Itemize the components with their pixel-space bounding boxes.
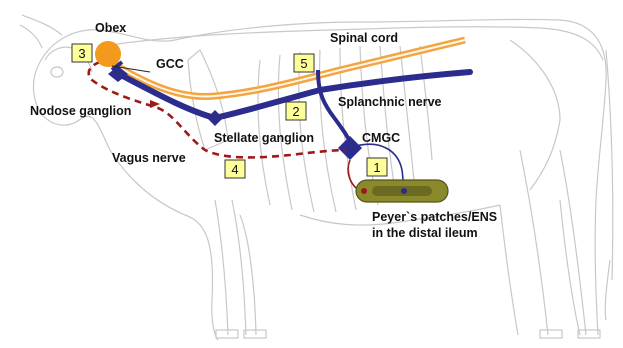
route-number-5: 5 bbox=[300, 56, 307, 71]
number-box-1: 1 bbox=[367, 158, 387, 176]
cmgc-node bbox=[338, 136, 362, 160]
obex-label: Obex bbox=[95, 21, 126, 35]
route-number-3: 3 bbox=[78, 46, 85, 61]
vagus-nerve-label: Vagus nerve bbox=[112, 151, 186, 165]
cmgc-label: CMGC bbox=[362, 131, 400, 145]
number-box-5: 5 bbox=[294, 54, 314, 72]
number-box-2: 2 bbox=[286, 102, 306, 120]
gcc-label: GCC bbox=[156, 57, 184, 71]
peyers-patches-label-line2: in the distal ileum bbox=[372, 226, 478, 240]
route-number-2: 2 bbox=[292, 104, 299, 119]
stellate-ganglion-label: Stellate ganglion bbox=[214, 131, 314, 145]
stellate-ganglion-node bbox=[207, 110, 223, 126]
splanchnic-nerve-label: Splanchnic nerve bbox=[338, 95, 442, 109]
obex-node bbox=[95, 41, 121, 67]
route-number-4: 4 bbox=[231, 162, 238, 177]
peyers-patches-label-line1: Peyer`s patches/ENS bbox=[372, 210, 497, 224]
ileum-segment bbox=[356, 180, 448, 202]
number-box-4: 4 bbox=[225, 160, 245, 178]
spinal-cord bbox=[98, 40, 465, 97]
spinal-cord-label: Spinal cord bbox=[330, 31, 398, 45]
route-number-1: 1 bbox=[373, 160, 380, 175]
nodose-ganglion-label: Nodose ganglion bbox=[30, 104, 131, 118]
number-box-3: 3 bbox=[72, 44, 92, 62]
